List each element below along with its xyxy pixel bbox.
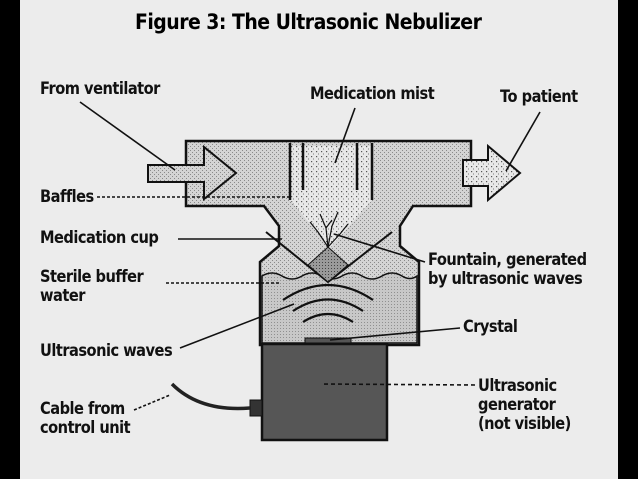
figure-title: Figure 3: The Ultrasonic Nebulizer bbox=[135, 10, 482, 34]
label-from-ventilator: From ventilator bbox=[40, 79, 160, 99]
label-baffles: Baffles bbox=[40, 187, 94, 207]
control-cable bbox=[170, 382, 251, 411]
label-cable: Cable from control unit bbox=[40, 399, 131, 438]
label-generator: Ultrasonic generator (not visible) bbox=[478, 377, 571, 434]
medication-mist-leader bbox=[334, 107, 356, 164]
cable-plug bbox=[249, 399, 263, 417]
from-ventilator-leader bbox=[79, 101, 176, 171]
fountain-spray bbox=[309, 211, 349, 248]
label-cable-line1: Cable from bbox=[40, 399, 125, 419]
fountain-leader bbox=[333, 233, 426, 263]
to-patient-leader bbox=[505, 111, 541, 172]
inlet-arrow bbox=[147, 144, 238, 202]
label-sterile-buffer-water: Sterile buffer water bbox=[40, 267, 144, 306]
fountain-cone bbox=[307, 246, 349, 283]
generator-leader bbox=[321, 383, 476, 386]
label-generator-line3: (not visible) bbox=[478, 414, 571, 434]
label-cable-line2: control unit bbox=[40, 418, 131, 438]
label-sterile-buffer-line1: Sterile buffer bbox=[40, 267, 144, 287]
label-sterile-buffer-line2: water bbox=[40, 286, 85, 306]
label-to-patient: To patient bbox=[500, 87, 578, 107]
label-generator-line1: Ultrasonic bbox=[478, 376, 557, 396]
label-medication-mist: Medication mist bbox=[310, 84, 435, 104]
outlet-arrow bbox=[462, 143, 522, 203]
label-ultrasonic-waves: Ultrasonic waves bbox=[40, 341, 173, 361]
crystal-leader bbox=[329, 327, 461, 341]
label-crystal: Crystal bbox=[463, 317, 518, 337]
ultrasonic-waves-leader bbox=[179, 303, 295, 349]
label-fountain-line1: Fountain, generated bbox=[428, 250, 587, 270]
label-generator-line2: generator bbox=[478, 395, 556, 415]
label-medication-cup: Medication cup bbox=[40, 228, 159, 248]
leader-lines bbox=[79, 101, 541, 411]
baffles bbox=[288, 143, 374, 200]
ultrasonic-waves bbox=[282, 284, 374, 323]
ultrasonic-generator bbox=[260, 342, 389, 442]
label-fountain-line2: by ultrasonic waves bbox=[428, 269, 583, 289]
label-fountain: Fountain, generated by ultrasonic waves bbox=[428, 251, 587, 289]
cable-leader bbox=[133, 394, 171, 411]
